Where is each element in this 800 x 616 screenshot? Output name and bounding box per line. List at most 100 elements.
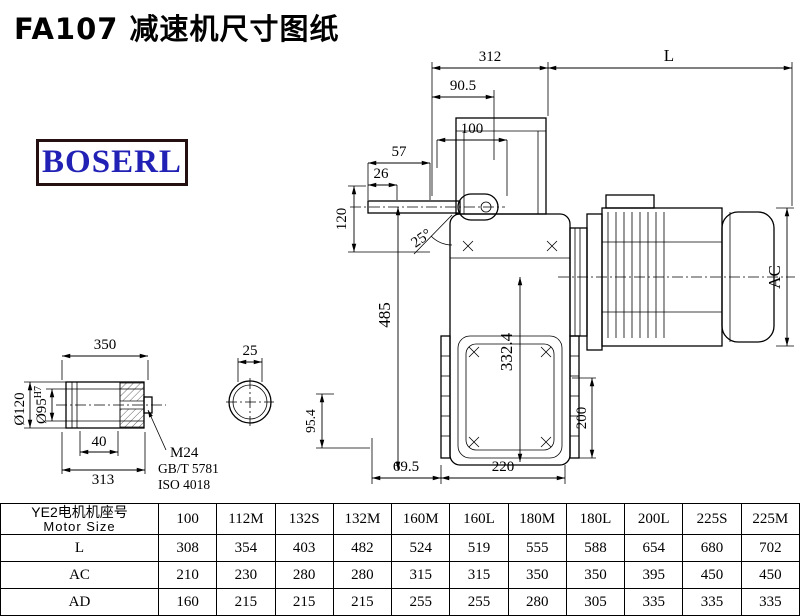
- value-cell: 482: [332, 534, 393, 562]
- dim-312-label: 312: [479, 49, 502, 65]
- value-cell: 210: [157, 561, 218, 589]
- value-cell: 519: [449, 534, 509, 562]
- dimension-95-4: 95.4: [303, 393, 370, 449]
- value-cell: 680: [682, 534, 742, 562]
- dimension-485: 485: [375, 207, 401, 470]
- size-col: 180M: [507, 503, 567, 535]
- dim-332-4-label: 332.4: [497, 332, 516, 371]
- value-cell: 350: [507, 561, 567, 589]
- dimension-200: 200: [572, 377, 596, 459]
- dim-57-label: 57: [392, 144, 408, 160]
- dim-dia95-label: Ø95H7: [33, 386, 50, 424]
- value-cell: 280: [274, 561, 334, 589]
- value-cell: 230: [216, 561, 276, 589]
- dimension-312: 312: [431, 49, 549, 196]
- size-col: 112M: [216, 503, 276, 535]
- std-gb-label: GB/T 5781: [158, 461, 219, 476]
- value-cell: 308: [157, 534, 218, 562]
- value-cell: 280: [332, 561, 393, 589]
- dimension-57: 57: [367, 144, 431, 200]
- row-label-L: L: [0, 534, 159, 562]
- thread-callout: M24 GB/T 5781 ISO 4018: [147, 409, 219, 492]
- value-cell: 524: [391, 534, 451, 562]
- size-col: 160L: [449, 503, 509, 535]
- dim-200-label: 200: [574, 407, 590, 430]
- value-cell: 255: [391, 588, 451, 616]
- dimension-AC: AC: [765, 207, 794, 347]
- table-row-AD: AD 160 215 215 215 255 255 280 305 335 3…: [0, 588, 800, 616]
- value-cell: 335: [740, 588, 800, 616]
- dim-AC-label: AC: [765, 265, 784, 289]
- terminal-box: [605, 194, 655, 209]
- size-col: 160M: [391, 503, 451, 535]
- size-col: 225M: [740, 503, 800, 535]
- value-cell: 395: [624, 561, 684, 589]
- value-cell: 335: [624, 588, 684, 616]
- value-cell: 403: [274, 534, 334, 562]
- motor-size-header-cn: YE2电机机座号: [31, 503, 128, 520]
- motor-dimension-table: YE2电机机座号 Motor Size 100 112M 132S 132M 1…: [0, 503, 800, 616]
- value-cell: 305: [565, 588, 626, 616]
- value-cell: 354: [216, 534, 276, 562]
- dim-angle-label: 25°: [409, 226, 435, 251]
- size-col: 200L: [624, 503, 684, 535]
- dim-120-label: 120: [334, 208, 350, 231]
- dimension-120: 120: [334, 185, 430, 253]
- table-row-L: L 308 354 403 482 524 519 555 588 654 68…: [0, 534, 800, 562]
- dimension-220: 220: [441, 459, 566, 484]
- dim-40-label: 40: [92, 434, 107, 450]
- value-cell: 702: [740, 534, 800, 562]
- dimension-90-5: 90.5: [432, 78, 495, 160]
- size-col: 132M: [332, 503, 393, 535]
- dimension-26: 26: [368, 166, 398, 200]
- value-cell: 315: [449, 561, 509, 589]
- dim-90-5-label: 90.5: [450, 78, 476, 94]
- size-col: 225S: [682, 503, 742, 535]
- value-cell: 335: [682, 588, 742, 616]
- size-col: 100: [157, 503, 218, 535]
- dim-95-4-label: 95.4: [303, 409, 318, 433]
- page-title: FA107 减速机尺寸图纸: [14, 12, 340, 46]
- std-iso-label: ISO 4018: [158, 477, 210, 492]
- dim-485-label: 485: [375, 302, 394, 328]
- value-cell: 215: [274, 588, 334, 616]
- motor: [558, 194, 795, 351]
- size-col: 132S: [274, 503, 334, 535]
- dim-69-5-label: 69.5: [393, 459, 419, 475]
- boserl-logo: BOSERL: [36, 139, 188, 186]
- value-cell: 315: [391, 561, 451, 589]
- dimension-69-5: 69.5: [371, 438, 442, 484]
- dim-220-label: 220: [492, 459, 515, 475]
- technical-drawing: 25° 312 L 90.5: [12, 46, 795, 492]
- output-shaft-section: 350 Ø95H7 Ø120 40 313: [12, 337, 166, 488]
- gearbox-unit: [440, 117, 580, 466]
- row-label-AD: AD: [0, 588, 159, 616]
- value-cell: 280: [507, 588, 567, 616]
- dimension-100: 100: [436, 121, 508, 196]
- dimension-L: L: [548, 46, 793, 206]
- value-cell: 215: [332, 588, 393, 616]
- dimension-332-4: 332.4: [497, 277, 523, 462]
- value-cell: 215: [216, 588, 276, 616]
- value-cell: 450: [740, 561, 800, 589]
- dim-dia120-label: Ø120: [12, 392, 28, 425]
- input-shaft: 25°: [350, 193, 505, 255]
- dim-25-label: 25: [243, 343, 258, 359]
- thread-m24-label: M24: [170, 445, 199, 461]
- value-cell: 588: [565, 534, 626, 562]
- shaft-end-view: 25: [226, 343, 274, 426]
- motor-size-header-cell: YE2电机机座号 Motor Size: [0, 503, 159, 535]
- value-cell: 350: [565, 561, 626, 589]
- dim-L-label: L: [664, 46, 674, 65]
- value-cell: 255: [449, 588, 509, 616]
- size-col: 180L: [565, 503, 626, 535]
- value-cell: 160: [157, 588, 218, 616]
- dim-313-label: 313: [92, 472, 115, 488]
- dim-350-label: 350: [94, 337, 117, 353]
- motor-size-header-en: Motor Size: [43, 518, 116, 534]
- dim-100-label: 100: [461, 121, 484, 137]
- table-header-row: YE2电机机座号 Motor Size 100 112M 132S 132M 1…: [0, 503, 800, 535]
- dim-26-label: 26: [374, 166, 390, 182]
- value-cell: 555: [507, 534, 567, 562]
- row-label-AC: AC: [0, 561, 159, 589]
